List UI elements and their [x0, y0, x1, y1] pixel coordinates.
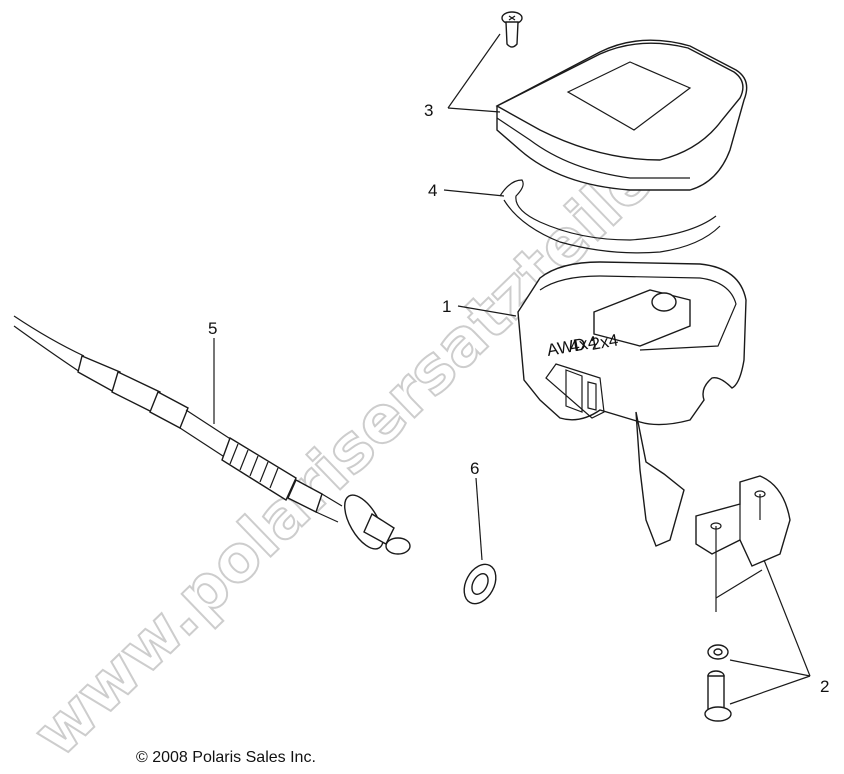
callout-2: 2	[820, 677, 829, 696]
callout-1: 1	[442, 297, 451, 316]
part-3-screw	[501, 11, 523, 48]
callout-5: 5	[208, 319, 217, 338]
part-6-washer	[463, 563, 497, 605]
switch-marking-4x4: 4x4	[568, 332, 598, 355]
part-4-gasket	[499, 179, 721, 254]
part-5-cable	[13, 315, 411, 555]
part-2-clamp	[695, 475, 791, 612]
callout-3: 3	[424, 101, 433, 120]
part-2-screw	[704, 670, 732, 722]
callout-4: 4	[428, 181, 437, 200]
callout-6: 6	[470, 459, 479, 478]
part-2-lock-washer	[707, 644, 729, 660]
part-3-cover	[495, 39, 748, 191]
copyright-text: © 2008 Polaris Sales Inc.	[136, 749, 316, 766]
part-1-switch-housing	[517, 261, 747, 547]
leader-lines	[213, 33, 811, 705]
switch-marking-2x4: 2x4	[589, 330, 619, 353]
